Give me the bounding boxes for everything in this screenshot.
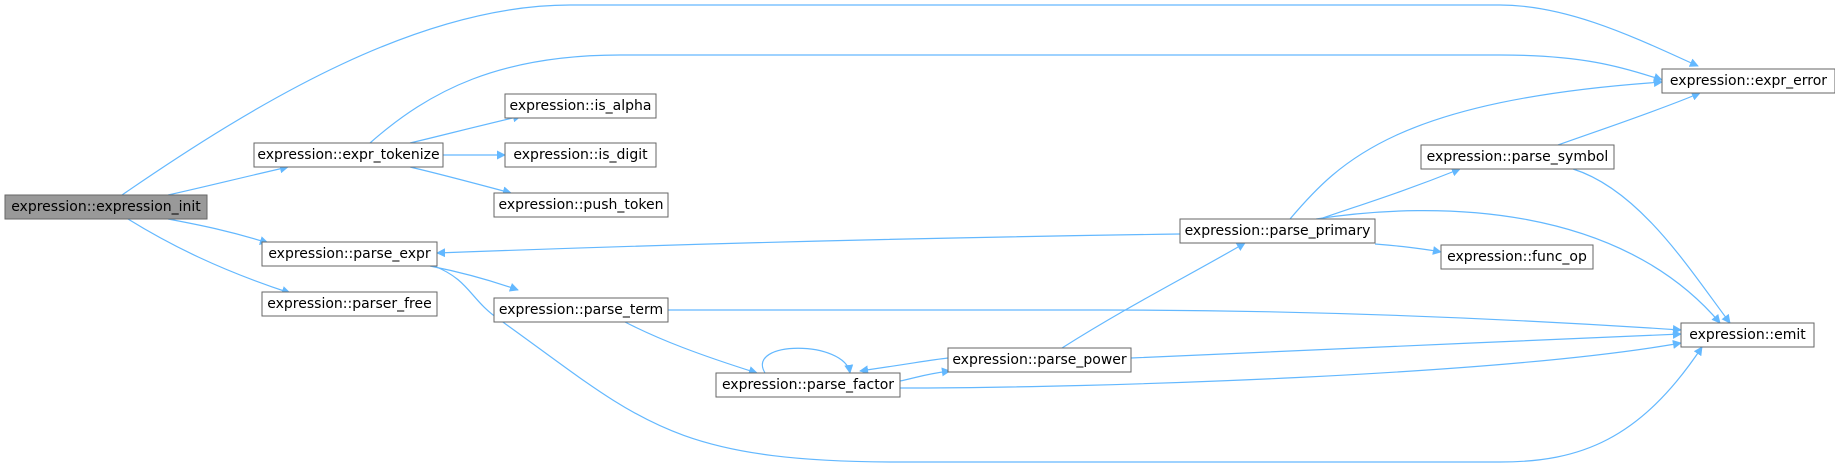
node-parse-power[interactable]: expression::parse_power <box>947 347 1132 373</box>
edge-path <box>433 265 1703 463</box>
node-label: expression::func_op <box>1447 249 1587 265</box>
edge-parse-power-to-parse-factor <box>859 357 949 375</box>
node-label: expression::expr_error <box>1670 73 1827 89</box>
edge-path <box>167 218 269 245</box>
edge-path <box>899 339 1682 389</box>
edge-path <box>859 357 949 375</box>
node-push-token[interactable]: expression::push_token <box>493 192 669 218</box>
edge-path <box>409 166 512 196</box>
node-label: expression::parse_symbol <box>1427 149 1609 165</box>
node-func-op[interactable]: expression::func_op <box>1440 244 1594 270</box>
edge-parse-primary-to-func-op <box>1374 243 1442 255</box>
edge-expr-tokenize-to-push-token <box>409 166 512 196</box>
node-is-digit[interactable]: expression::is_digit <box>504 142 657 168</box>
edge-path <box>1319 167 1461 220</box>
node-box[interactable] <box>493 297 669 323</box>
edge-path <box>1572 168 1731 324</box>
node-label: expression::push_token <box>498 197 663 213</box>
node-label: expression::expr_tokenize <box>257 147 439 163</box>
node-expr-tokenize[interactable]: expression::expr_tokenize <box>253 142 444 168</box>
edge-parse-term-to-emit <box>668 309 1682 334</box>
edge-path <box>624 321 758 375</box>
edge-parse-symbol-to-emit <box>1572 168 1731 324</box>
node-box[interactable] <box>504 93 657 119</box>
nodes-layer: expression::expression_initexpression::e… <box>4 68 1835 398</box>
edge-path <box>899 367 951 382</box>
edge-parse-factor-to-parse-power <box>899 367 951 382</box>
node-label: expression::parser_free <box>267 296 431 312</box>
edge-expression-init-to-parse-expr <box>167 218 269 245</box>
edge-expression-init-to-expr-tokenize <box>167 164 289 196</box>
node-label: expression::parse_power <box>952 352 1127 368</box>
node-label: expression::emit <box>1689 327 1806 343</box>
node-box[interactable] <box>947 347 1132 373</box>
edge-path <box>1315 210 1721 324</box>
edge-parse-primary-to-expr-error <box>1289 78 1663 220</box>
edge-path <box>761 347 854 374</box>
node-is-alpha[interactable]: expression::is_alpha <box>504 93 657 119</box>
edge-path <box>1061 242 1246 349</box>
node-label: expression::expression_init <box>11 199 201 215</box>
edge-parse-expr-to-emit <box>433 265 1703 463</box>
node-box[interactable] <box>1440 244 1594 270</box>
edge-parse-primary-to-parse-expr <box>436 233 1181 258</box>
edge-path <box>369 54 1663 144</box>
edge-parse-primary-to-emit <box>1315 210 1721 324</box>
edge-path <box>1130 329 1682 359</box>
edge-path <box>409 113 522 144</box>
edge-parse-power-to-emit <box>1130 329 1682 359</box>
edge-path <box>1289 78 1663 220</box>
node-box[interactable] <box>253 142 444 168</box>
edge-parse-factor-to-emit <box>899 339 1682 389</box>
edge-path <box>127 218 291 295</box>
node-label: expression::parse_primary <box>1185 223 1371 239</box>
node-label: expression::parse_term <box>499 302 663 318</box>
edge-parse-power-to-parse-primary <box>1061 242 1246 349</box>
edge-expression-init-to-expr-error <box>121 4 1699 196</box>
node-parse-symbol[interactable]: expression::parse_symbol <box>1420 144 1615 170</box>
edge-parse-factor-to-parse-factor <box>761 347 854 374</box>
node-parser-free[interactable]: expression::parser_free <box>261 291 438 317</box>
edge-parse-primary-to-parse-symbol <box>1319 167 1461 220</box>
edge-path <box>668 309 1682 334</box>
node-parse-expr[interactable]: expression::parse_expr <box>261 241 438 267</box>
edge-expr-tokenize-to-is-alpha <box>409 113 522 144</box>
node-expr-error[interactable]: expression::expr_error <box>1661 68 1835 94</box>
node-label: expression::is_digit <box>513 147 648 163</box>
node-parse-factor[interactable]: expression::parse_factor <box>715 372 901 398</box>
node-box[interactable] <box>715 372 901 398</box>
node-box[interactable] <box>1179 218 1376 244</box>
node-label: expression::parse_expr <box>268 246 431 262</box>
edges-layer <box>121 4 1731 463</box>
node-box[interactable] <box>261 241 438 267</box>
node-box[interactable] <box>1680 322 1815 348</box>
node-parse-primary[interactable]: expression::parse_primary <box>1179 218 1376 244</box>
node-box[interactable] <box>1420 144 1615 170</box>
edge-path <box>121 4 1699 196</box>
node-emit[interactable]: expression::emit <box>1680 322 1815 348</box>
edge-expression-init-to-parser-free <box>127 218 291 295</box>
node-parse-term[interactable]: expression::parse_term <box>493 297 669 323</box>
node-box[interactable] <box>493 192 669 218</box>
edge-path <box>436 233 1181 258</box>
edge-path <box>167 164 289 196</box>
edge-path <box>1557 92 1701 146</box>
edge-path <box>1374 243 1442 255</box>
edge-expr-tokenize-to-expr-error <box>369 54 1663 144</box>
node-box[interactable] <box>504 142 657 168</box>
node-box[interactable] <box>4 194 208 220</box>
node-box[interactable] <box>1661 68 1835 94</box>
edge-parse-symbol-to-expr-error <box>1557 92 1701 146</box>
edge-parse-term-to-parse-factor <box>624 321 758 375</box>
node-expression-init[interactable]: expression::expression_init <box>4 194 208 220</box>
node-box[interactable] <box>261 291 438 317</box>
node-label: expression::parse_factor <box>722 377 894 393</box>
node-label: expression::is_alpha <box>510 98 652 114</box>
